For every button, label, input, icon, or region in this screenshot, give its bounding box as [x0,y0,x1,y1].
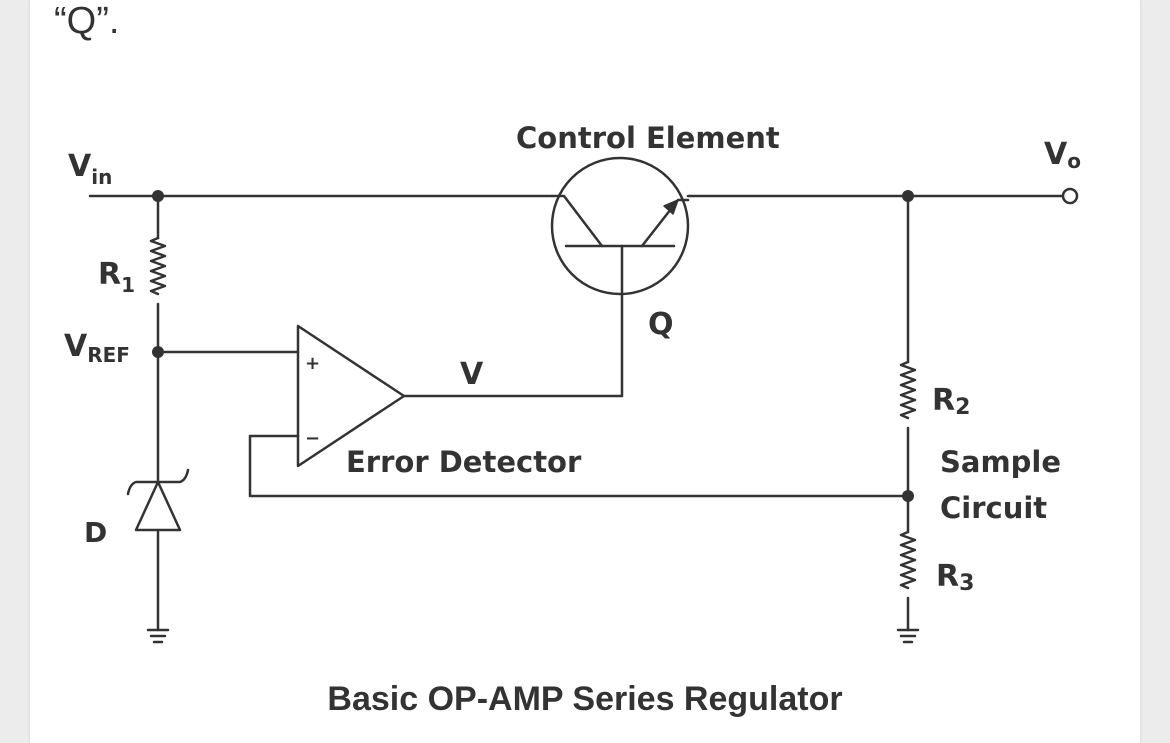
label-r1: R1 [98,257,135,297]
transistor-emitter-arrow [663,199,679,215]
zener-diode [134,480,182,532]
ground-right [896,628,920,644]
junction-dot-vin [152,190,164,202]
label-error-detector: Error Detector [346,445,582,479]
label-vref: VREF [64,329,130,367]
ground-left [146,628,170,644]
opamp-triangle [296,324,406,468]
label-plus: + [305,353,320,374]
label-r2: R2 [932,383,970,420]
label-control-element: Control Element [516,121,780,155]
label-sample: Sample [940,445,1061,479]
diagram-caption: Basic OP-AMP Series Regulator [327,680,843,718]
label-vin: Vin [68,149,112,189]
resistor-r1 [149,236,167,296]
label-vo: Vo [1044,137,1081,173]
label-d: D [84,516,107,549]
resistor-r2 [899,360,917,420]
label-circuit: Circuit [940,491,1047,525]
resistor-r3 [899,530,917,590]
junction-dot-output [902,190,914,202]
wire-opamp-out [402,244,624,398]
output-terminal [1061,187,1079,205]
junction-dot-vref [152,346,164,358]
label-r3: R3 [936,559,974,596]
label-v: V [460,357,484,392]
wire-feedback [248,434,910,498]
content-card: “Q”. [30,0,1140,743]
preceding-text: “Q”. [54,0,120,42]
transistor-circle [550,156,690,296]
label-minus: − [305,428,320,449]
regulator-circuit-diagram: Vin Vo R1 VREF D Control Element Q V Err… [64,121,1081,644]
junction-dot-sample [902,490,914,502]
zener-bar [126,468,190,496]
label-q: Q [648,307,674,342]
transistor-collector [550,194,604,248]
